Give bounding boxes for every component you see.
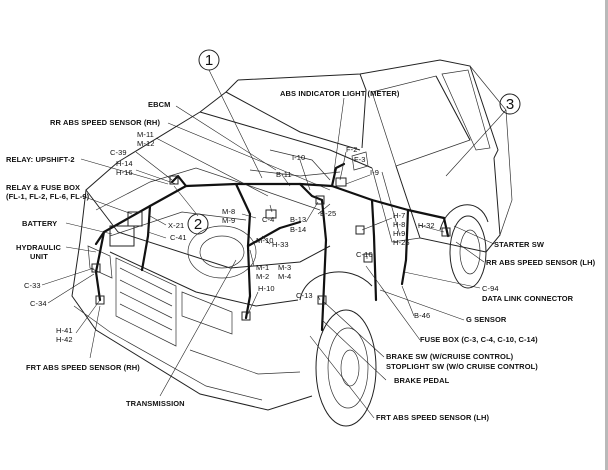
callout-3-label: 3 bbox=[506, 96, 514, 113]
label-i9: I-9 bbox=[370, 168, 379, 177]
connector-c13 bbox=[317, 295, 327, 305]
label-c34: C-34 bbox=[30, 299, 47, 308]
label-h10: H-10 bbox=[258, 284, 275, 293]
label-h42: H-42 bbox=[56, 335, 73, 344]
label-i10: I-10 bbox=[292, 153, 305, 162]
label-h41: H-41 bbox=[56, 326, 73, 335]
label-stoplight-sw: STOPLIGHT SW (W/O CRUISE CONTROL) bbox=[386, 362, 538, 371]
connector-h41 bbox=[95, 295, 105, 305]
vehicle-body bbox=[71, 59, 513, 427]
connector-c33 bbox=[91, 263, 101, 273]
label-m3: M-3 bbox=[278, 263, 291, 272]
callout-2: 2 bbox=[187, 213, 209, 235]
connector-h7 bbox=[355, 225, 365, 235]
label-b14: B-14 bbox=[290, 225, 306, 234]
label-m11: M-11 bbox=[137, 130, 154, 139]
label-h14: H-14 bbox=[116, 159, 133, 168]
label-m8: M-8 bbox=[222, 207, 235, 216]
label-frt-abs-lh: FRT ABS SPEED SENSOR (LH) bbox=[376, 413, 489, 422]
label-starter-sw: STARTER SW bbox=[494, 240, 545, 249]
leader-lines bbox=[41, 69, 507, 419]
connector-relay-fuse-box bbox=[127, 211, 143, 227]
label-frt-abs-rh: FRT ABS SPEED SENSOR (RH) bbox=[26, 363, 140, 372]
label-hydraulic: HYDRAULIC bbox=[16, 243, 62, 252]
label-h7: H-7 bbox=[393, 211, 405, 220]
battery-box bbox=[109, 225, 135, 247]
callout-3: 3 bbox=[499, 93, 521, 115]
label-c39: C-39 bbox=[110, 148, 127, 157]
label-unit: UNIT bbox=[30, 252, 48, 261]
label-c41: C-41 bbox=[170, 233, 187, 242]
label-m4: M-4 bbox=[278, 272, 291, 281]
connector-f2 bbox=[335, 177, 347, 187]
label-f2: F-2 bbox=[346, 145, 358, 154]
connector-h10 bbox=[241, 311, 251, 321]
callout-1: 1 bbox=[198, 49, 220, 71]
connectors bbox=[91, 175, 451, 321]
label-b11: B-11 bbox=[276, 170, 292, 179]
label-relay-upshift: RELAY: UPSHIFT-2 bbox=[6, 155, 75, 164]
label-h8: H-8 bbox=[393, 220, 405, 229]
label-c13: C-13 bbox=[296, 291, 313, 300]
connector-b13 bbox=[315, 195, 325, 205]
label-fuse-box: FUSE BOX (C-3, C-4, C-10, C-14) bbox=[420, 335, 538, 344]
label-x21: X-21 bbox=[168, 221, 184, 230]
connector-c16 bbox=[363, 253, 373, 263]
label-m12: M-12 bbox=[137, 139, 155, 148]
callout-1-label: 1 bbox=[205, 52, 213, 69]
connector-c4 bbox=[265, 209, 277, 219]
label-b13: B-13 bbox=[290, 215, 306, 224]
connector-h32 bbox=[441, 227, 451, 237]
label-m1: M-1 bbox=[256, 263, 269, 272]
label-h33: H-33 bbox=[272, 240, 289, 249]
labels: ABS INDICATOR LIGHT (METER) EBCM RR ABS … bbox=[6, 89, 596, 422]
label-g-sensor: G SENSOR bbox=[466, 315, 507, 324]
label-rr-abs-rh: RR ABS SPEED SENSOR (RH) bbox=[50, 118, 160, 127]
label-b46: B-46 bbox=[414, 311, 430, 320]
label-ebcm: EBCM bbox=[148, 100, 170, 109]
label-m2: M-2 bbox=[256, 272, 269, 281]
label-brake-pedal: BRAKE PEDAL bbox=[394, 376, 450, 385]
label-c4: C-4 bbox=[262, 215, 274, 224]
label-dlc: DATA LINK CONNECTOR bbox=[482, 294, 574, 303]
label-c33: C-33 bbox=[24, 281, 41, 290]
connector-c39 bbox=[169, 175, 179, 185]
label-brake-sw: BRAKE SW (W/CRUISE CONTROL) bbox=[386, 352, 514, 361]
label-c16: C-16 bbox=[356, 250, 373, 259]
label-relay-fuse-list: (FL-1, FL-2, FL-6, FL-9) bbox=[6, 192, 90, 201]
label-c94: C-94 bbox=[482, 284, 499, 293]
label-transmission: TRANSMISSION bbox=[126, 399, 185, 408]
label-battery: BATTERY bbox=[22, 219, 57, 228]
callout-2-label: 2 bbox=[194, 216, 202, 233]
label-h25: H-25 bbox=[393, 238, 410, 247]
label-f3: F-3 bbox=[354, 155, 366, 164]
label-h16: H-16 bbox=[116, 168, 133, 177]
label-relay-fuse-box: RELAY & FUSE BOX bbox=[6, 183, 80, 192]
label-b25: B-25 bbox=[320, 209, 336, 218]
label-abs-indicator: ABS INDICATOR LIGHT (METER) bbox=[280, 89, 400, 98]
label-rr-abs-lh: RR ABS SPEED SENSOR (LH) bbox=[486, 258, 596, 267]
label-h9: H-9 bbox=[393, 229, 405, 238]
label-m10: M-10 bbox=[256, 236, 274, 245]
label-h32: H-32 bbox=[418, 221, 435, 230]
label-m9: M-9 bbox=[222, 216, 235, 225]
